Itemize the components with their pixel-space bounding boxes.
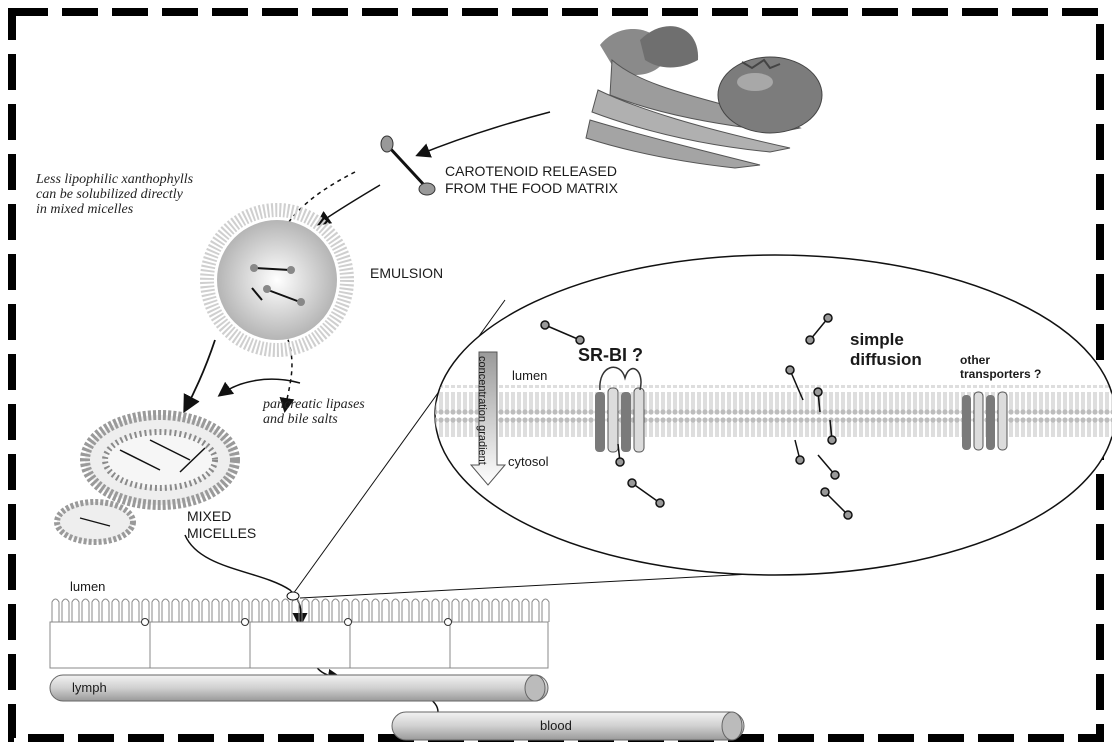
- simple-diffusion-label: simple diffusion: [850, 330, 922, 370]
- mixed-micelles-line1: MIXED: [187, 508, 256, 525]
- xanthophylls-note-line1: Less lipophilic xanthophylls: [36, 172, 193, 187]
- carotenoid-molecule-icon: [381, 136, 435, 195]
- carotenoid-released-line1: CAROTENOID RELEASED: [445, 163, 618, 180]
- pancreatic-line1: pancreatic lipases: [263, 397, 365, 412]
- concentration-gradient-label: concentration gradient: [476, 356, 488, 465]
- blood-label: blood: [540, 717, 572, 734]
- carotenoid-released-line2: FROM THE FOOD MATRIX: [445, 180, 618, 197]
- simple-diffusion-line1: simple: [850, 330, 922, 350]
- carotenoid-released-label: CAROTENOID RELEASED FROM THE FOOD MATRIX: [445, 163, 618, 197]
- intestinal-epithelium: [50, 592, 549, 668]
- other-transporters-line1: other: [960, 353, 1041, 367]
- mixed-micelles-label: MIXED MICELLES: [187, 508, 256, 542]
- bottom-lumen-label: lumen: [70, 578, 105, 595]
- vegetables-illustration: [586, 26, 822, 168]
- cytosol-label: cytosol: [508, 453, 548, 470]
- other-transporters-label: other transporters ?: [960, 353, 1041, 381]
- sr-bi-label: SR-BI ?: [578, 345, 643, 365]
- pancreatic-label: pancreatic lipases and bile salts: [263, 397, 365, 427]
- xanthophylls-note: Less lipophilic xanthophylls can be solu…: [36, 172, 193, 217]
- pancreatic-line2: and bile salts: [263, 412, 365, 427]
- xanthophylls-note-line2: can be solubilized directly: [36, 187, 193, 202]
- inset-lumen-label: lumen: [512, 367, 547, 384]
- emulsion-label: EMULSION: [370, 265, 443, 282]
- simple-diffusion-line2: diffusion: [850, 350, 922, 370]
- emulsion-droplet-icon: [207, 210, 347, 350]
- other-transporters-line2: transporters ?: [960, 367, 1041, 381]
- xanthophylls-note-line3: in mixed micelles: [36, 202, 193, 217]
- lymph-label: lymph: [72, 679, 107, 696]
- membrane-inset: [435, 255, 1112, 575]
- mixed-micelles-line2: MICELLES: [187, 525, 256, 542]
- lymph-vessel: [50, 675, 548, 701]
